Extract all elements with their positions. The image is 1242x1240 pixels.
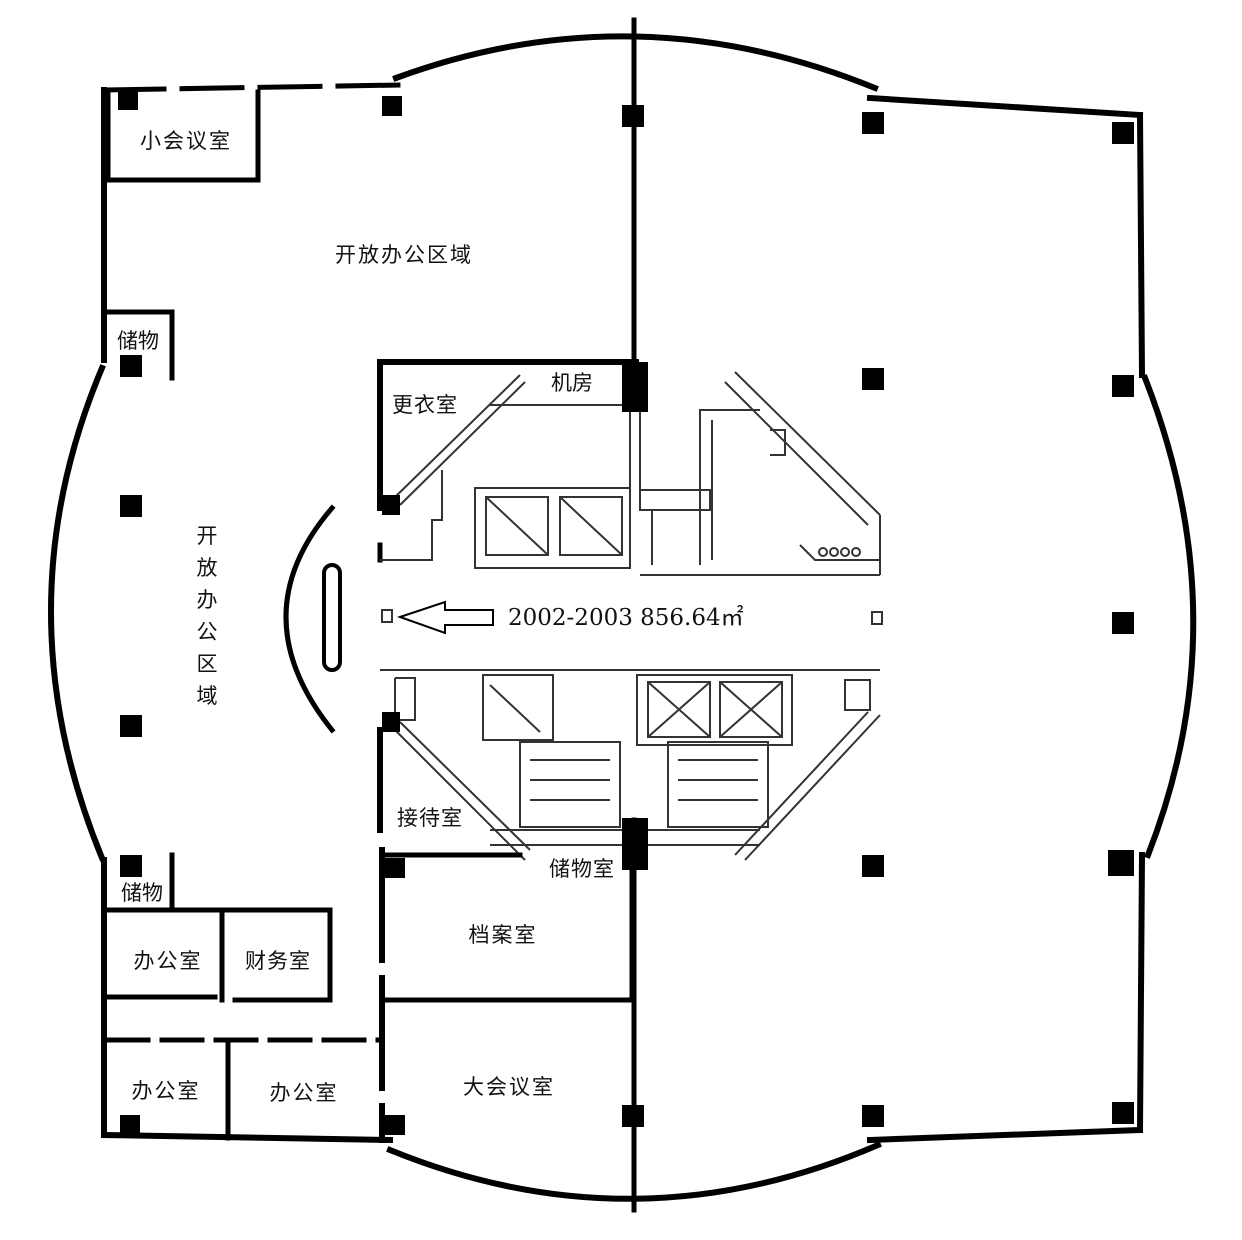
office-2-label: 办公室 (132, 1079, 201, 1103)
open-office-top-label: 开放办公区域 (335, 243, 473, 267)
locker-room-label: 更衣室 (392, 393, 458, 417)
core-upper (377, 359, 881, 576)
lower-left-rooms (105, 847, 635, 1143)
svg-text:区: 区 (197, 652, 218, 676)
unit-area-label: 2002-2003 856.64㎡ (508, 605, 744, 631)
svg-text:放: 放 (197, 556, 218, 580)
entrance-lobby (283, 504, 883, 734)
storage-top-room (105, 309, 175, 381)
storage-bottom-label: 储物 (121, 881, 163, 905)
storage-room-label: 储物室 (549, 857, 615, 881)
storage-top-label: 储物 (117, 329, 159, 353)
svg-text:公: 公 (197, 620, 218, 644)
large-meeting-label: 大会议室 (463, 1075, 555, 1099)
office-1-label: 办公室 (134, 949, 203, 973)
unit-arrow (396, 600, 494, 635)
finance-label: 财务室 (245, 949, 311, 973)
reception-label: 接待室 (397, 806, 463, 830)
structural-columns (118, 90, 1134, 1135)
svg-text:域: 域 (197, 684, 218, 708)
svg-text:办: 办 (197, 588, 218, 612)
machine-room-label: 机房 (551, 371, 593, 395)
small-meeting-label: 小会议室 (140, 129, 232, 153)
svg-text:开: 开 (197, 524, 218, 548)
small-meeting-room (105, 89, 261, 183)
archive-label: 档案室 (469, 923, 538, 947)
office-3-label: 办公室 (270, 1081, 339, 1105)
open-office-left-label: 开 放 办 公 区 域 (197, 524, 218, 708)
core-lower (377, 669, 881, 861)
